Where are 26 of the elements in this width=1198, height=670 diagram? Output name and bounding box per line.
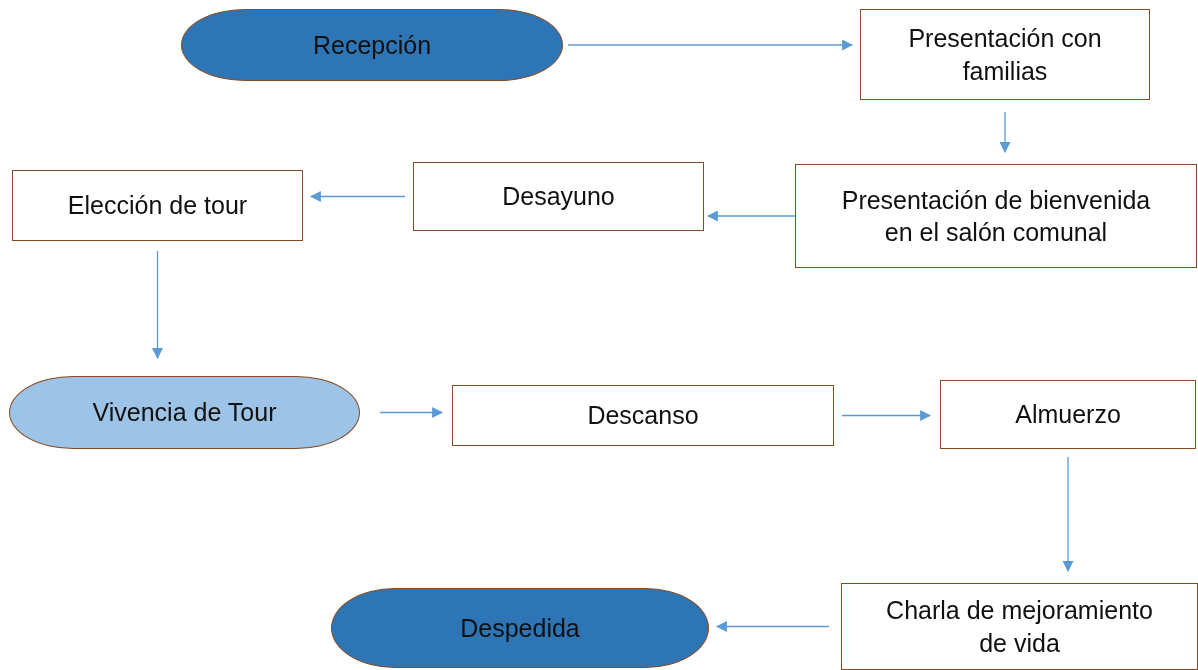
process-box — [860, 9, 1150, 100]
process-box — [940, 380, 1196, 449]
node-text: Presentación de bienvenida en el salón comunal — [840, 184, 1152, 248]
arrow — [841, 410, 932, 421]
arrow — [309, 191, 406, 202]
node-text: Recepción — [311, 29, 433, 61]
node-text: Descanso — [586, 400, 700, 432]
arrow — [567, 39, 854, 51]
node-text: Charla de mejoramiento de vida — [885, 595, 1154, 659]
arrow — [379, 407, 444, 418]
arrow — [706, 210, 796, 222]
arrow — [999, 111, 1011, 154]
node-text: Almuerzo — [1014, 399, 1122, 431]
node-text: Presentación con familias — [907, 23, 1103, 87]
arrow — [1062, 456, 1074, 573]
process-box — [413, 162, 704, 231]
process-box — [12, 170, 303, 241]
arrow — [715, 621, 830, 632]
process-box — [452, 385, 834, 446]
process-box — [795, 164, 1197, 268]
node-text: Vivencia de Tour — [91, 397, 278, 429]
process-box — [841, 583, 1198, 670]
arrow — [152, 250, 163, 360]
node-text: Despedida — [459, 612, 581, 644]
node-text: Desayuno — [501, 181, 616, 213]
node-text: Elección de tour — [66, 190, 249, 222]
